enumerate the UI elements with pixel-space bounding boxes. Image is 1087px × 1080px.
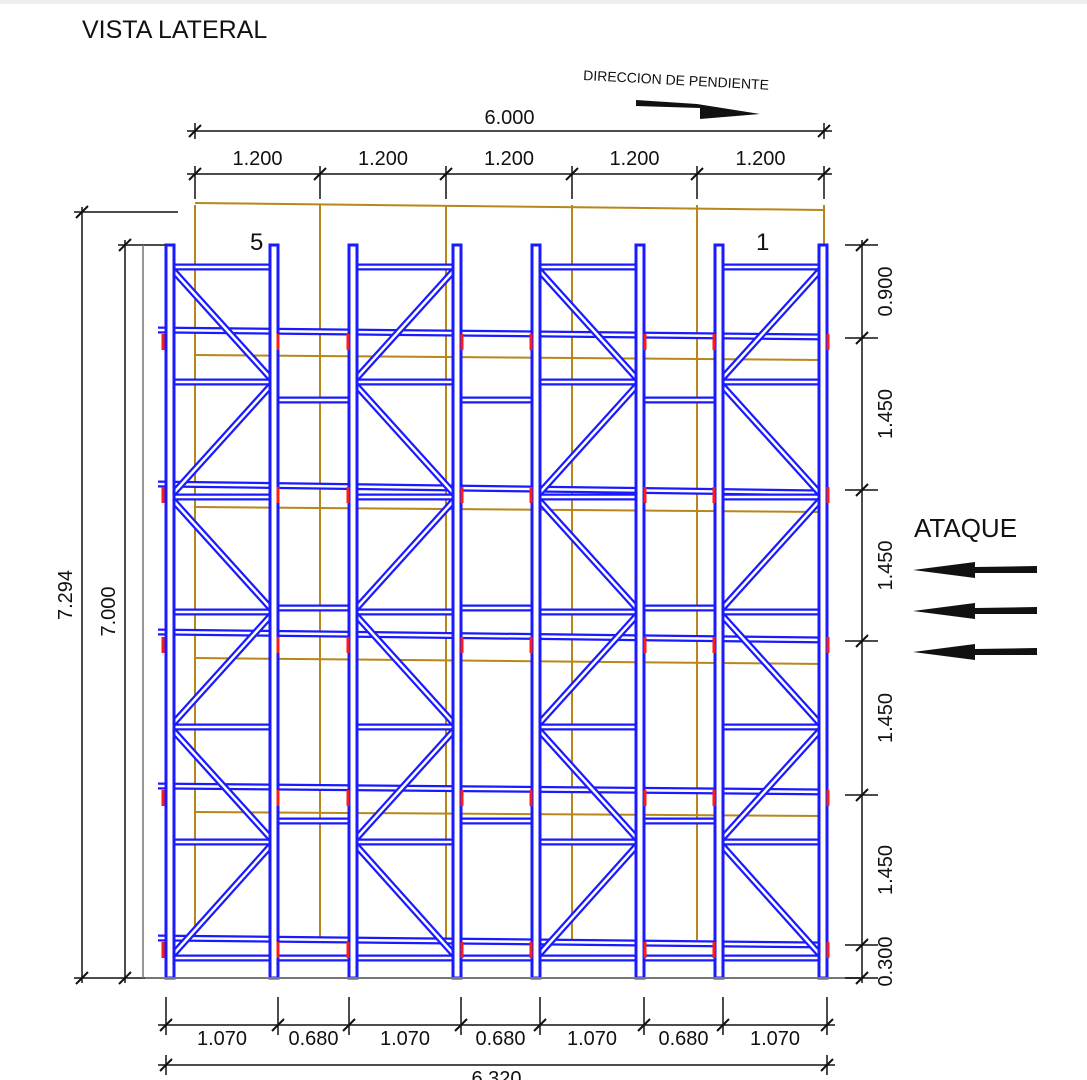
slope-direction-arrow-icon bbox=[636, 100, 760, 119]
pallet-top-line bbox=[194, 202, 825, 211]
slope-direction-label: DIRECCION DE PENDIENTE bbox=[583, 67, 770, 93]
frame-diagonal-core bbox=[535, 266, 641, 383]
frame-diagonal-core bbox=[352, 266, 458, 383]
dimension-label: 0.680 bbox=[658, 1028, 708, 1050]
attack-arrow-icon bbox=[913, 644, 1037, 660]
frame-diagonal-core bbox=[718, 726, 824, 843]
dimension-label: 1.450 bbox=[875, 845, 897, 895]
frame-diagonal-core bbox=[535, 496, 641, 613]
pallet-level-line bbox=[194, 657, 825, 665]
frame-diagonal-core bbox=[169, 611, 275, 728]
dimension-label: 1.070 bbox=[750, 1028, 800, 1050]
frame-diagonal-core bbox=[352, 611, 458, 728]
dimension-label: 7.000 bbox=[98, 586, 120, 636]
frame-diagonal-core bbox=[169, 381, 275, 498]
dimension-label: 6.320 bbox=[471, 1068, 521, 1080]
upright bbox=[451, 243, 463, 980]
frame-diagonal-core bbox=[535, 841, 641, 959]
dimension-label: 1.450 bbox=[875, 693, 897, 743]
frame-label-right: 1 bbox=[756, 229, 769, 256]
dimension-lines: 6.000 1.200 1.200 1.200 1.200 1.200 1.070 0.680… bbox=[55, 107, 897, 1080]
frame-diagonal-core bbox=[535, 381, 641, 498]
upright bbox=[817, 243, 829, 980]
frame-diagonal-core bbox=[718, 496, 824, 613]
dimension-label: 1.450 bbox=[875, 389, 897, 439]
dimension-label: 1.070 bbox=[567, 1028, 617, 1050]
rack-structure bbox=[145, 243, 860, 980]
frame-diagonal-core bbox=[718, 611, 824, 728]
upright bbox=[164, 243, 176, 980]
dimension-label: 7.294 bbox=[55, 570, 77, 620]
attack-label: ATAQUE bbox=[914, 513, 1017, 543]
dimension-label: 1.200 bbox=[609, 148, 659, 170]
frame-diagonal-core bbox=[169, 266, 275, 383]
dimension-label: 0.300 bbox=[875, 936, 897, 986]
attack-arrow-icon bbox=[913, 603, 1037, 619]
frame-diagonal-core bbox=[535, 611, 641, 728]
frame-diagonal-core bbox=[718, 381, 824, 498]
frame-diagonal-core bbox=[718, 266, 824, 383]
upright bbox=[268, 243, 280, 980]
frame-diagonal-core bbox=[169, 726, 275, 843]
dimension-label: 1.200 bbox=[358, 148, 408, 170]
frame-diagonal-core bbox=[352, 496, 458, 613]
dimension-label: 1.450 bbox=[875, 540, 897, 590]
upright bbox=[530, 243, 542, 980]
frame-diagonal-core bbox=[169, 841, 275, 959]
frame-diagonal-core bbox=[169, 496, 275, 613]
frame-label-left: 5 bbox=[250, 229, 263, 256]
dimension-label: 0.680 bbox=[475, 1028, 525, 1050]
dimension-label: 1.070 bbox=[380, 1028, 430, 1050]
pallet-level-line bbox=[194, 354, 825, 361]
dimension-label: 1.200 bbox=[484, 148, 534, 170]
attack-arrow-icon bbox=[913, 562, 1037, 578]
frame-diagonal-core bbox=[535, 726, 641, 843]
upright bbox=[347, 243, 359, 980]
dimension-label: 0.680 bbox=[288, 1028, 338, 1050]
pallet-level-line bbox=[194, 811, 825, 817]
dimension-label: 1.200 bbox=[232, 148, 282, 170]
frame-diagonal-core bbox=[352, 841, 458, 959]
frame-diagonal-core bbox=[352, 381, 458, 498]
frame-diagonal-core bbox=[718, 841, 824, 959]
drawing-title: VISTA LATERAL bbox=[82, 16, 267, 44]
attack-arrows bbox=[913, 562, 1037, 660]
dimension-label: 0.900 bbox=[875, 266, 897, 316]
dimension-label: 6.000 bbox=[484, 107, 534, 129]
upright bbox=[634, 243, 646, 980]
top-edge bbox=[0, 0, 1087, 4]
dimension-label: 1.200 bbox=[735, 148, 785, 170]
dimension-label: 1.070 bbox=[197, 1028, 247, 1050]
frame-diagonal-core bbox=[352, 726, 458, 843]
pallet-level-line bbox=[194, 506, 825, 513]
upright bbox=[713, 243, 725, 980]
